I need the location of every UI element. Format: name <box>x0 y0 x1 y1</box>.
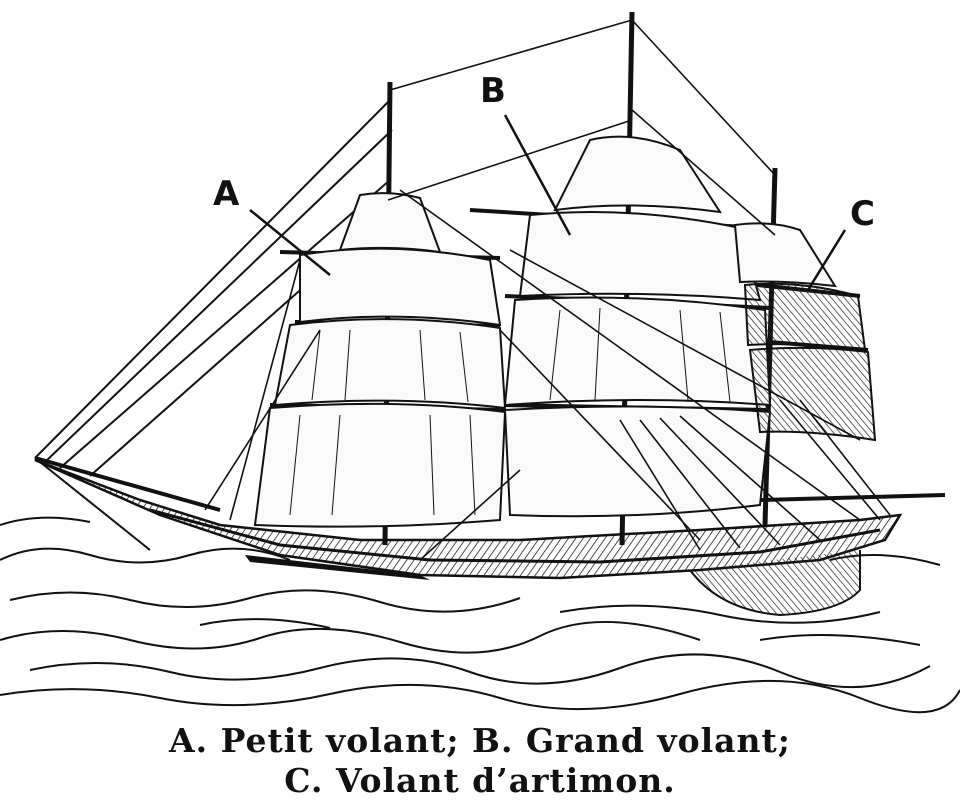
callout-c-leader <box>806 229 847 291</box>
callout-b-leader <box>503 114 572 236</box>
callout-leaders <box>249 114 847 291</box>
mizzen-sails <box>733 222 877 442</box>
main-sails <box>503 135 772 518</box>
callout-b-label: B <box>480 71 506 111</box>
rigging-lines <box>204 19 891 561</box>
callout-a-label: A <box>213 174 240 214</box>
caption-line-1: A. Petit volant; B. Grand volant; <box>169 721 791 760</box>
ship-hull <box>34 458 903 617</box>
fore-sails <box>253 192 507 528</box>
callout-a-leader <box>249 209 331 276</box>
sea-waves <box>0 516 960 714</box>
callout-c-label: C <box>850 194 875 234</box>
caption-line-2: C. Volant d’artimon. <box>284 761 676 800</box>
bowsprit-rigging <box>34 99 393 551</box>
